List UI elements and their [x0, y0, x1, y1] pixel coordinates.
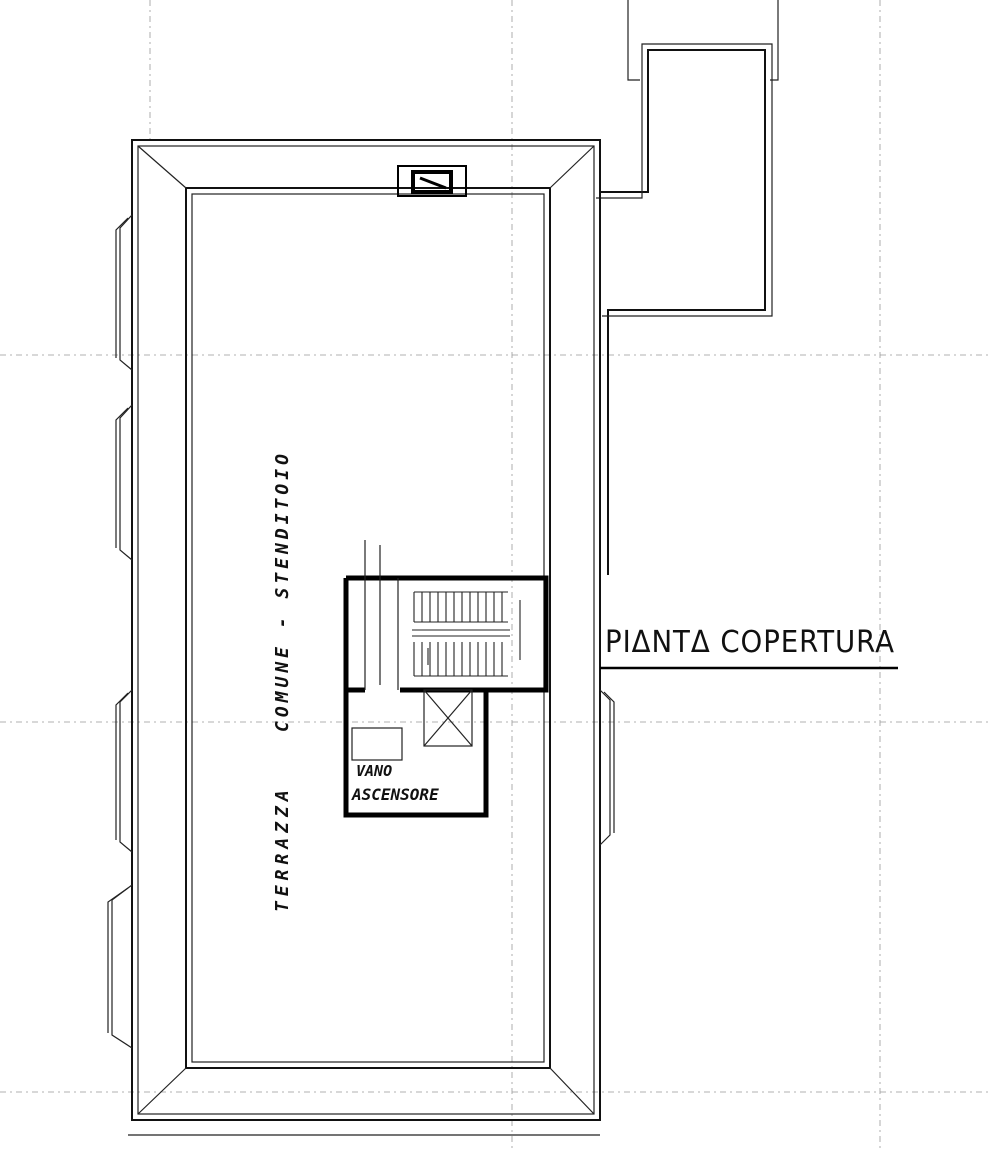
vent-box: [397, 165, 467, 197]
left-balconies: [107, 214, 133, 1049]
building-outline: [128, 139, 601, 1136]
stair-core: [343, 540, 549, 818]
elevator-label-line1: VANO: [356, 762, 392, 780]
terrace-label-part1: TERRAZZA: [272, 785, 293, 912]
upper-right-volume: [596, 0, 779, 575]
elevator-label-line2: ASCENSORE: [351, 785, 439, 804]
terrace-label-part2: COMUNE - STENDITOIO: [272, 450, 293, 732]
right-balcony: [599, 689, 615, 846]
stair-flights: [412, 591, 521, 677]
drawing-title: PIΔNTΔ COPERTURA: [605, 625, 895, 660]
elevator-shaft: [351, 689, 473, 761]
